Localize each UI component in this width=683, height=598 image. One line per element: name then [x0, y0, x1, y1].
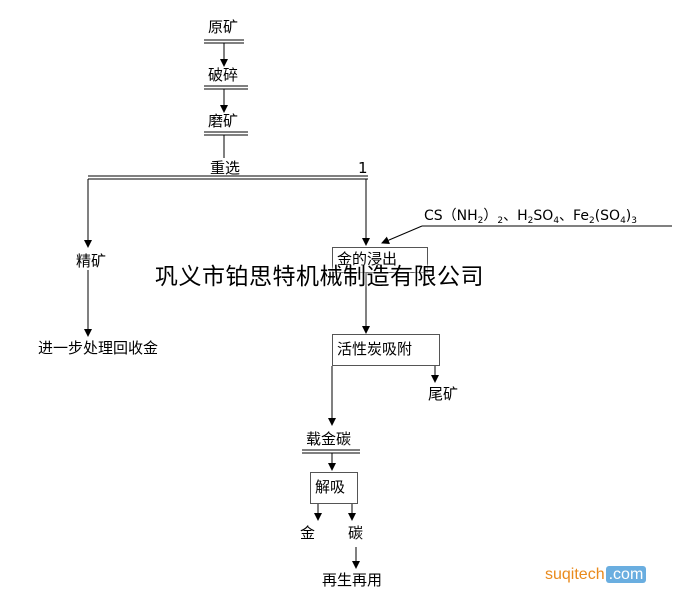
node-leaching: 金的浸出: [332, 247, 428, 273]
node-loaded-carbon: 载金碳: [306, 430, 352, 448]
node-gravity: 重选: [210, 159, 241, 177]
node-raw-ore: 原矿: [208, 18, 239, 36]
node-tailings: 尾矿: [428, 385, 459, 403]
reagent-label: CS（NH2）2、H2SO4、Fe2(SO4)3: [424, 208, 637, 226]
company-watermark: 巩义市铂思特机械制造有限公司: [155, 264, 484, 290]
node-carbon-adsorption: 活性炭吸附: [332, 334, 440, 366]
node-desorption: 解吸: [310, 472, 358, 504]
node-crushing: 破碎: [208, 66, 239, 84]
site-logo: suqitech.com: [545, 565, 647, 585]
node-regeneration: 再生再用: [322, 571, 383, 589]
node-concentrate: 精矿: [76, 252, 107, 270]
node-carbon: 碳: [348, 524, 364, 542]
node-further-processing: 进一步处理回收金: [38, 339, 159, 357]
node-gold: 金: [300, 524, 316, 542]
node-grinding: 磨矿: [208, 112, 239, 130]
branch-number: 1: [358, 159, 368, 177]
